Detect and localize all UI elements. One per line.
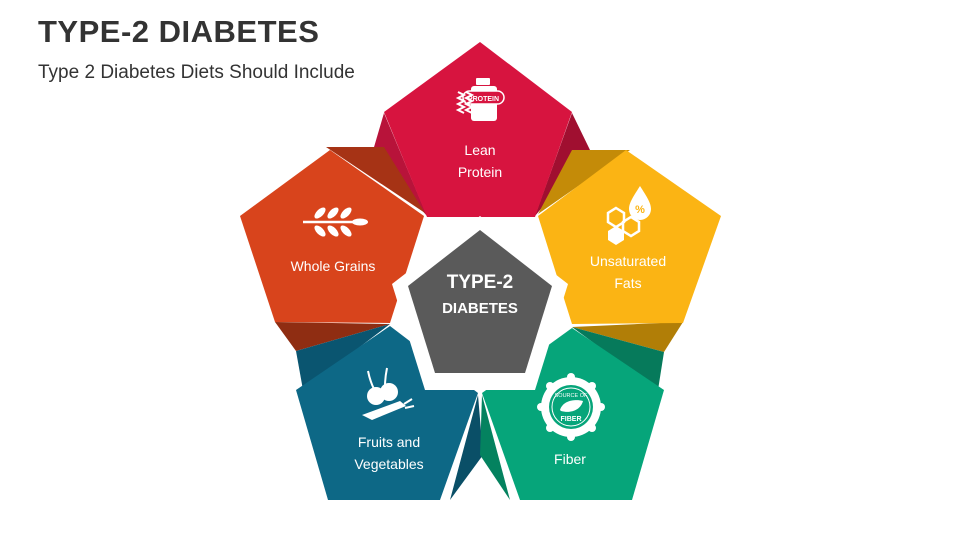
- side-shading: [275, 113, 683, 500]
- label-fiber: Fiber: [554, 451, 586, 467]
- svg-text:FIBER: FIBER: [561, 416, 582, 423]
- svg-text:PROTEIN: PROTEIN: [468, 96, 499, 103]
- center-pentagon: [408, 230, 552, 373]
- pentagon-lean-protein: [384, 42, 572, 217]
- shade-lean-protein-left: [372, 113, 427, 216]
- fat-drop-molecule-icon: %: [606, 186, 651, 245]
- segment-lean-protein: [384, 42, 572, 217]
- label-whole-grains: Whole Grains: [291, 258, 376, 274]
- wheat-icon: [303, 207, 368, 237]
- shade-whole-grains-top: [326, 147, 425, 213]
- segment-unsaturated-fats: [538, 150, 721, 324]
- page-subtitle: Type 2 Diabetes Diets Should Include: [38, 62, 355, 83]
- fiber-badge-icon: SOURCE OF FIBER: [537, 373, 605, 441]
- label-lean-protein-2: Protein: [458, 164, 502, 180]
- label-lean-protein-1: Lean: [464, 142, 495, 158]
- protein-jar-icon: PROTEIN: [455, 78, 505, 121]
- page-title: TYPE-2 DIABETES: [38, 14, 320, 49]
- svg-text:SOURCE OF: SOURCE OF: [555, 393, 588, 399]
- label-fruits-vegetables-2: Vegetables: [354, 456, 423, 472]
- pentagon-unsaturated-fats: [538, 150, 721, 324]
- shade-fiber-left: [480, 395, 510, 500]
- shade-fruits-top: [296, 324, 390, 390]
- shade-fats-bottom: [572, 322, 683, 352]
- label-unsaturated-fats-2: Fats: [614, 275, 641, 291]
- label-fruits-vegetables-1: Fruits and: [358, 434, 420, 450]
- shade-lean-protein-right: [535, 113, 590, 216]
- shade-fruits-right: [450, 395, 483, 500]
- shade-fiber-top: [572, 327, 664, 390]
- fruits-vegetables-icon: [362, 367, 415, 420]
- shade-whole-grains-bottom: [275, 322, 390, 351]
- pentagon-whole-grains: [240, 150, 424, 323]
- svg-text:%: %: [635, 204, 645, 216]
- segment-whole-grains: [240, 150, 424, 323]
- center-label-line1: TYPE-2: [447, 272, 514, 293]
- center-label-line2: DIABETES: [442, 300, 518, 317]
- label-unsaturated-fats-1: Unsaturated: [590, 253, 666, 269]
